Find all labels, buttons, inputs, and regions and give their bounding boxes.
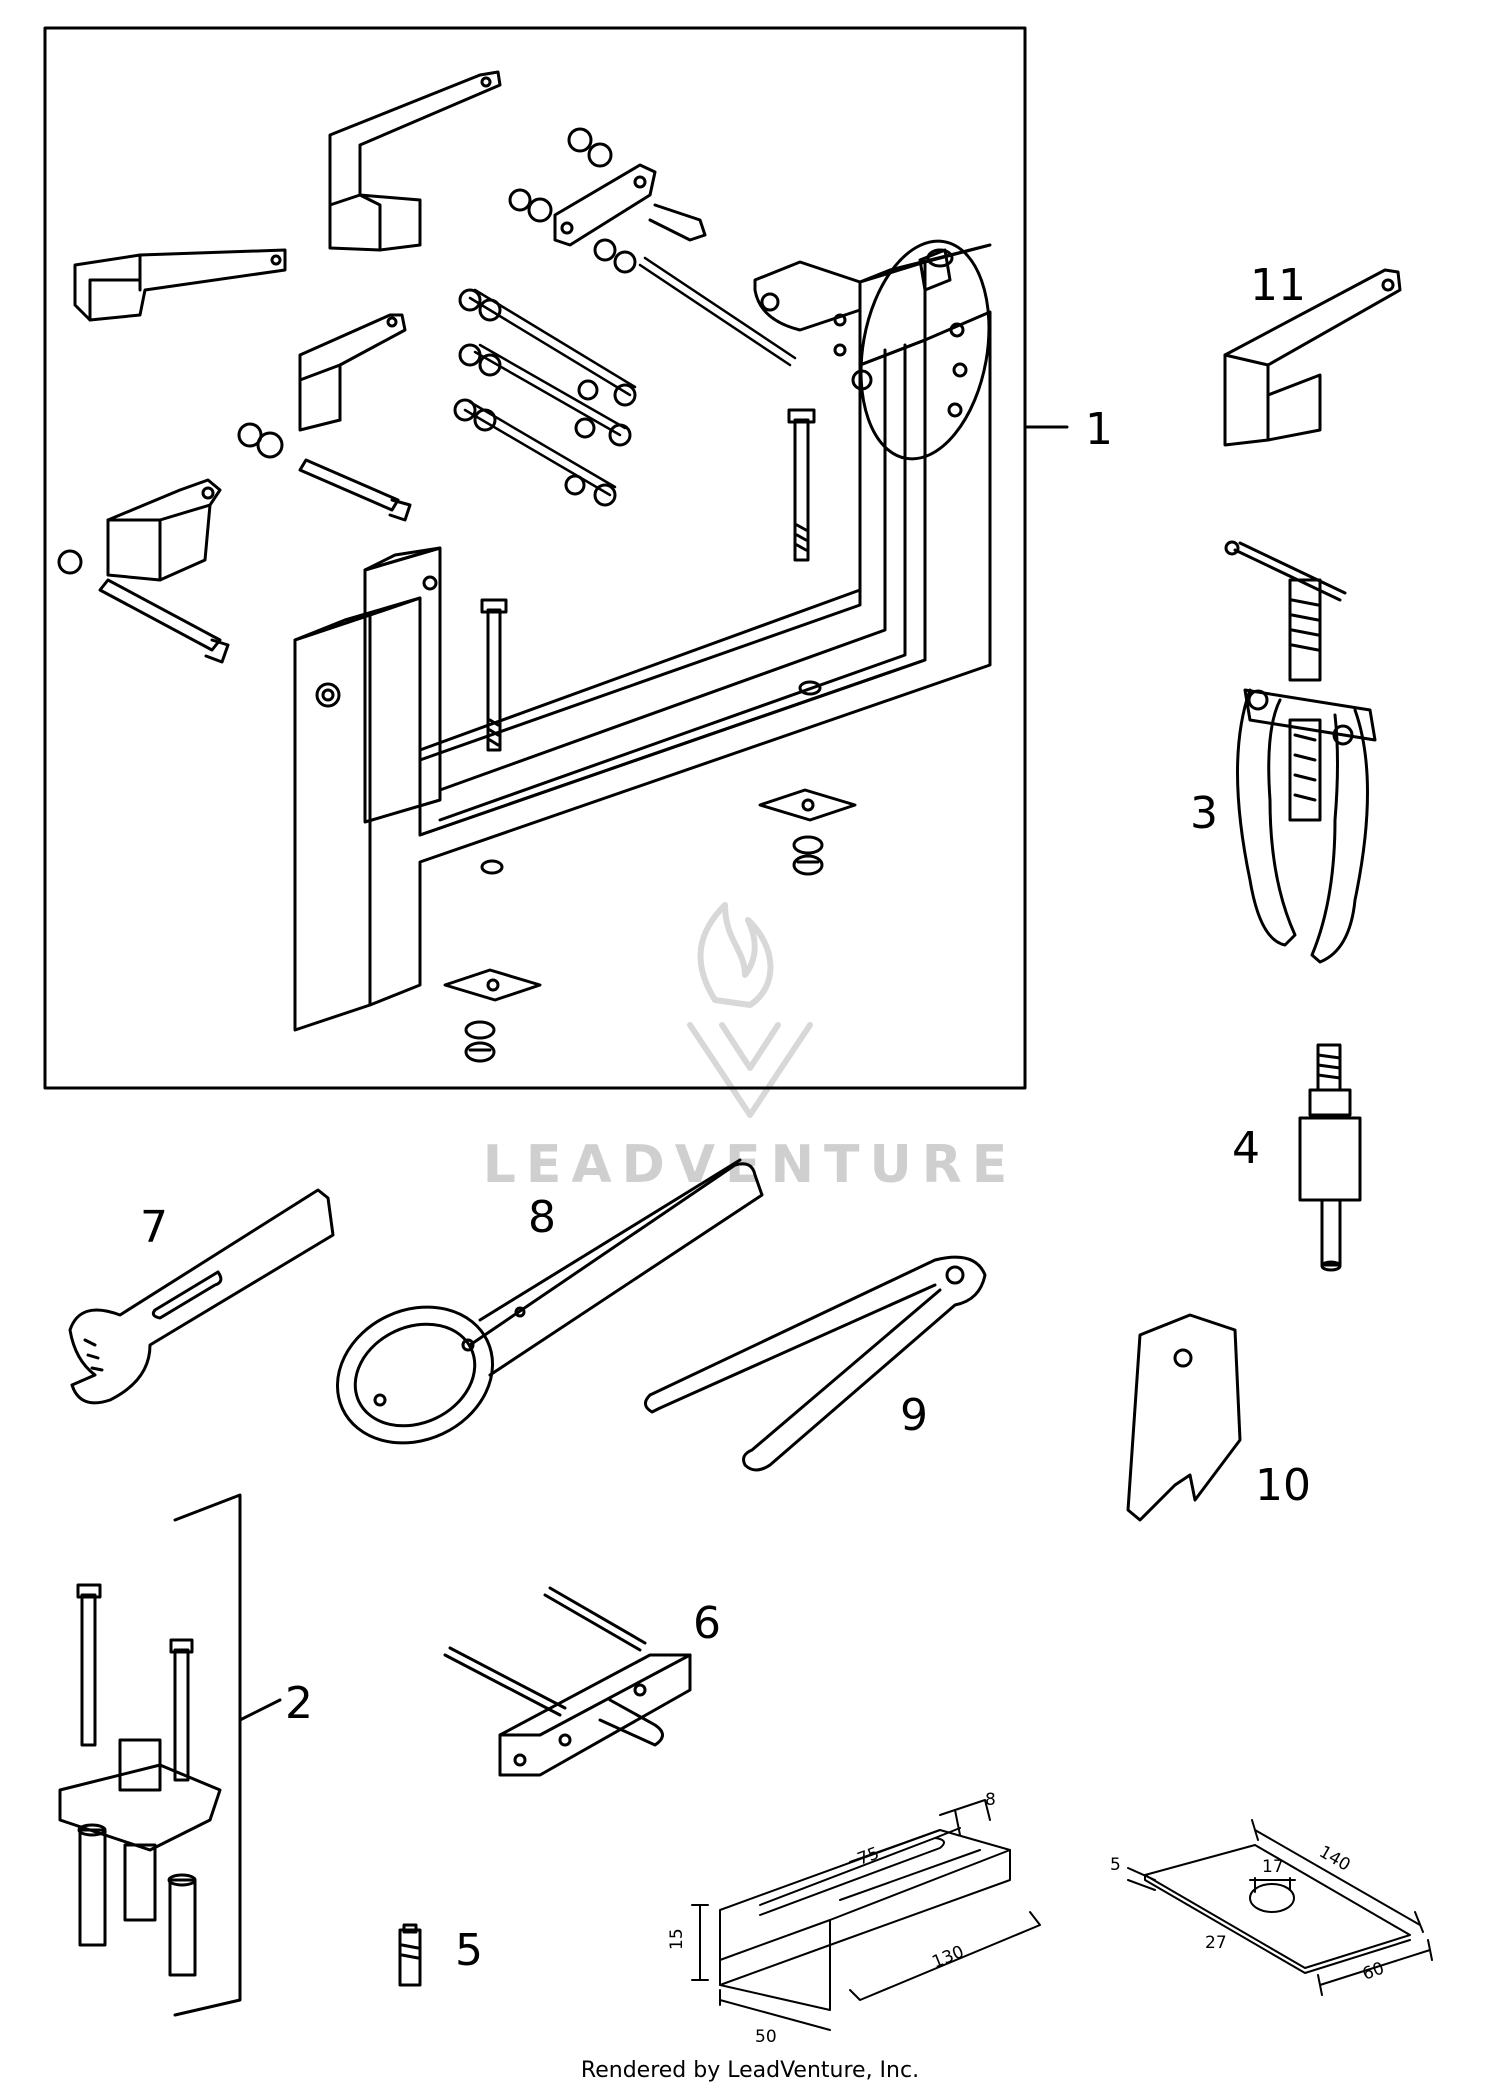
dim-60: 60: [1360, 1959, 1387, 1985]
plate-drawing: [1127, 1819, 1433, 1996]
dim-130: 130: [929, 1942, 967, 1973]
callout-7: 7: [140, 1202, 168, 1253]
callout-11: 11: [1250, 260, 1306, 311]
bracket-item-11: [1223, 268, 1402, 447]
dim-75: 75: [855, 1844, 882, 1870]
slide-hammer-item-4: [1298, 1043, 1362, 1272]
callout-2: 2: [285, 1678, 313, 1729]
vertical-bolt: [787, 408, 816, 562]
dim-17: 17: [1262, 1857, 1284, 1877]
footer-credit: Rendered by LeadVenture, Inc.: [580, 2058, 920, 2083]
dim-15: 15: [667, 1928, 687, 1950]
tube-item-5: [398, 1923, 422, 1987]
wood-block-drawing: [691, 1799, 1041, 2031]
callout-9: 9: [900, 1390, 928, 1441]
callout-3: 3: [1190, 788, 1218, 839]
dim-140: 140: [1316, 1842, 1354, 1876]
callout-10: 10: [1255, 1460, 1311, 1511]
dim-50: 50: [755, 2027, 777, 2047]
vertical-bolt: [480, 598, 508, 752]
dim-27: 27: [1205, 1933, 1227, 1953]
item-1-frame: [43, 26, 1027, 1090]
pin-spanner-item-7: [68, 1188, 335, 1405]
watermark-logo: [687, 902, 813, 1118]
callout-4: 4: [1232, 1123, 1260, 1174]
gear-puller-item-3: [1224, 540, 1377, 964]
gauge-plate-item-10: [1126, 1313, 1242, 1522]
dim-8: 8: [985, 1790, 996, 1810]
dim-5: 5: [1110, 1855, 1121, 1875]
engine-stand-assembly: [57, 70, 992, 1063]
puller-bar-item-6: [443, 1586, 692, 1777]
flywheel-holder-item-8: [335, 1158, 764, 1445]
puller-tool-item-2: [58, 1493, 282, 2017]
callout-1: 1: [1085, 404, 1113, 455]
callout-5: 5: [455, 1925, 483, 1976]
callout-6: 6: [693, 1598, 721, 1649]
callout-8: 8: [528, 1192, 556, 1243]
pin-wrench-item-9: [644, 1255, 987, 1472]
